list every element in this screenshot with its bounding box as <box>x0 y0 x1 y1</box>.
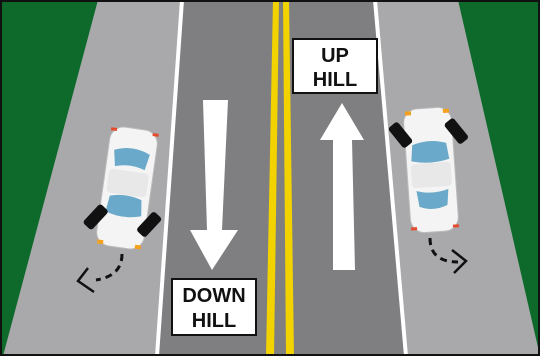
uphill-sign: UP HILL <box>293 39 377 93</box>
taillight <box>411 227 417 230</box>
headlight <box>135 245 141 250</box>
downhill-sign-line1: DOWN <box>182 285 245 307</box>
headlight <box>405 111 411 115</box>
uphill-sign-line1: UP <box>321 45 349 67</box>
downhill-sign-line2: HILL <box>192 310 236 332</box>
downhill-sign: DOWN HILL <box>172 279 256 335</box>
uphill-sign-line2: HILL <box>313 69 357 91</box>
headlight <box>97 239 103 244</box>
taillight <box>453 224 459 227</box>
headlight <box>443 109 449 113</box>
